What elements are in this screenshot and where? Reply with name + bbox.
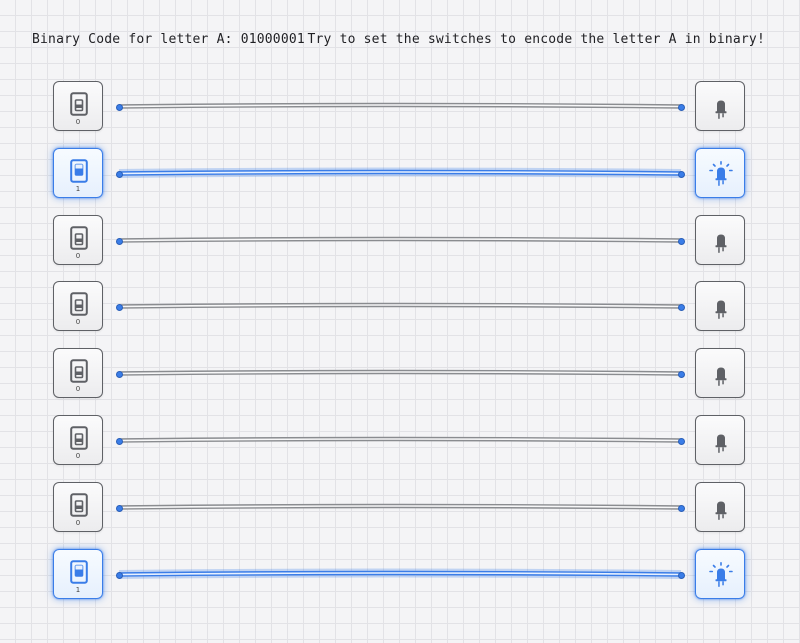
circuit-row: 0 bbox=[0, 348, 800, 402]
light-switch-icon bbox=[70, 226, 88, 250]
output-port[interactable] bbox=[116, 171, 123, 178]
light-bulb bbox=[695, 281, 745, 331]
light-bulb bbox=[695, 348, 745, 398]
input-port[interactable] bbox=[678, 505, 685, 512]
switch-toggle[interactable]: 0 bbox=[53, 81, 103, 131]
light-bulb bbox=[695, 549, 745, 599]
circuit-row: 0 bbox=[0, 215, 800, 269]
light-switch-icon bbox=[70, 292, 88, 316]
light-bulb-icon bbox=[715, 434, 727, 453]
circuit-row: 0 bbox=[0, 81, 800, 135]
switch-value: 1 bbox=[75, 185, 81, 193]
input-port[interactable] bbox=[678, 572, 685, 579]
output-port[interactable] bbox=[116, 304, 123, 311]
light-switch-icon bbox=[70, 426, 88, 450]
light-bulb bbox=[695, 482, 745, 532]
light-bulb bbox=[695, 215, 745, 265]
switch-value: 1 bbox=[75, 586, 81, 594]
output-port[interactable] bbox=[116, 238, 123, 245]
switch-toggle[interactable]: 1 bbox=[53, 148, 103, 198]
instruction-text: Try to set the switches to encode the le… bbox=[307, 32, 765, 47]
switch-toggle[interactable]: 0 bbox=[53, 281, 103, 331]
light-switch-icon bbox=[70, 92, 88, 116]
light-bulb-icon bbox=[715, 300, 727, 319]
light-bulb-icon bbox=[715, 501, 727, 520]
circuit-row: 1 bbox=[0, 148, 800, 202]
switch-toggle[interactable]: 1 bbox=[53, 549, 103, 599]
output-port[interactable] bbox=[116, 438, 123, 445]
light-bulb-icon bbox=[715, 100, 727, 119]
light-switch-icon bbox=[70, 159, 88, 183]
light-bulb bbox=[695, 148, 745, 198]
switch-toggle[interactable]: 0 bbox=[53, 215, 103, 265]
light-bulb-icon bbox=[709, 562, 733, 587]
output-port[interactable] bbox=[116, 505, 123, 512]
switch-value: 0 bbox=[75, 452, 81, 460]
input-port[interactable] bbox=[678, 304, 685, 311]
switch-toggle[interactable]: 0 bbox=[53, 415, 103, 465]
switch-value: 0 bbox=[75, 519, 81, 527]
switch-toggle[interactable]: 0 bbox=[53, 482, 103, 532]
light-bulb-icon bbox=[715, 367, 727, 386]
output-port[interactable] bbox=[116, 371, 123, 378]
binary-code-title: Binary Code for letter A: 01000001 bbox=[32, 32, 305, 47]
light-switch-icon bbox=[70, 493, 88, 517]
switch-value: 0 bbox=[75, 318, 81, 326]
input-port[interactable] bbox=[678, 438, 685, 445]
circuit-row: 1 bbox=[0, 549, 800, 603]
circuit-row: 0 bbox=[0, 281, 800, 335]
output-port[interactable] bbox=[116, 104, 123, 111]
light-switch-icon bbox=[70, 359, 88, 383]
circuit-row: 0 bbox=[0, 415, 800, 469]
light-bulb bbox=[695, 81, 745, 131]
switch-toggle[interactable]: 0 bbox=[53, 348, 103, 398]
output-port[interactable] bbox=[116, 572, 123, 579]
light-switch-icon bbox=[70, 560, 88, 584]
input-port[interactable] bbox=[678, 171, 685, 178]
switch-value: 0 bbox=[75, 385, 81, 393]
input-port[interactable] bbox=[678, 371, 685, 378]
light-bulb bbox=[695, 415, 745, 465]
input-port[interactable] bbox=[678, 104, 685, 111]
input-port[interactable] bbox=[678, 238, 685, 245]
light-bulb-icon bbox=[715, 234, 727, 253]
circuit-row: 0 bbox=[0, 482, 800, 536]
switch-value: 0 bbox=[75, 118, 81, 126]
switch-value: 0 bbox=[75, 252, 81, 260]
light-bulb-icon bbox=[709, 161, 733, 186]
